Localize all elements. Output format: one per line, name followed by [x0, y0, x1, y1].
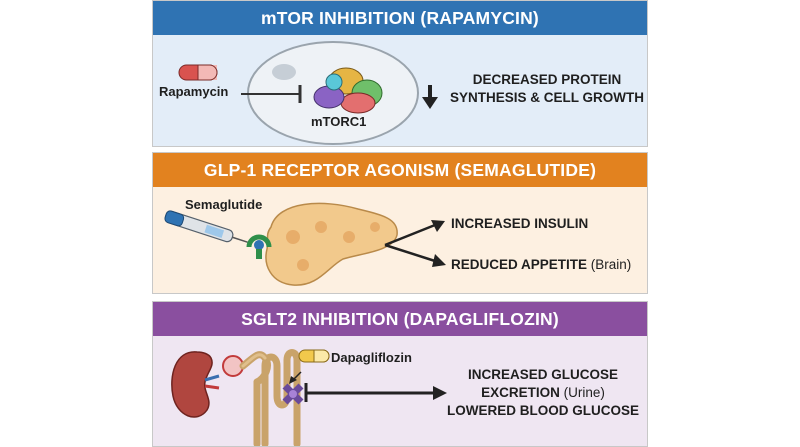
reduced-appetite-label: REDUCED APPETITE (Brain): [451, 256, 631, 274]
sglt2-outcome-line2-main: EXCRETION: [481, 385, 560, 400]
transporter-icon: [282, 383, 304, 405]
increased-insulin-label: INCREASED INSULIN: [451, 216, 589, 231]
pancreas-icon: [265, 202, 398, 286]
sglt2-outcome: INCREASED GLUCOSE EXCRETION (Urine) LOWE…: [443, 366, 643, 420]
sglt2-panel: SGLT2 INHIBITION (DAPAGLIFLOZIN): [152, 301, 648, 447]
down-arrow-icon: [422, 85, 438, 109]
pill-icon: [178, 64, 218, 81]
nephron-icon: [222, 349, 301, 446]
glp1-panel-title: GLP-1 RECEPTOR AGONISM (SEMAGLUTIDE): [153, 153, 647, 187]
dapagliflozin-label: Dapagliflozin: [331, 350, 412, 365]
mtor-outcome: DECREASED PROTEIN SYNTHESIS & CELL GROWT…: [449, 71, 645, 107]
arrow-icon: [384, 220, 446, 267]
mtor-outcome-line1: DECREASED PROTEIN: [472, 72, 622, 87]
sglt2-outcome-line1: INCREASED GLUCOSE: [467, 367, 619, 382]
pill-icon: [298, 349, 330, 363]
sglt2-outcome-line2: EXCRETION (Urine): [443, 384, 643, 402]
semaglutide-label: Semaglutide: [185, 197, 263, 212]
kidney-icon: [171, 351, 220, 418]
sglt2-panel-title: SGLT2 INHIBITION (DAPAGLIFLOZIN): [153, 302, 647, 336]
receptor-icon: [246, 234, 272, 259]
mtor-panel: mTOR INHIBITION (RAPAMYCIN) Rapam: [152, 0, 648, 147]
inhibition-bar-icon: [304, 383, 447, 402]
glp1-illustration: [164, 202, 446, 286]
mtor-outcome-line2: SYNTHESIS & CELL GROWTH: [449, 90, 644, 105]
injection-pen-icon: [164, 210, 248, 243]
reduced-appetite-note: (Brain): [590, 257, 632, 272]
rapamycin-label: Rapamycin: [159, 84, 229, 99]
inhibition-bar-icon: [241, 85, 302, 103]
mtor-illustration: [178, 41, 438, 145]
sglt2-outcome-line3: LOWERED BLOOD GLUCOSE: [447, 403, 639, 418]
sglt2-outcome-line2-note: (Urine): [563, 385, 605, 400]
mtor-panel-title: mTOR INHIBITION (RAPAMYCIN): [153, 1, 647, 35]
sglt2-illustration: [171, 349, 447, 446]
glp1-panel: GLP-1 RECEPTOR AGONISM (SEMAGLUTIDE): [152, 152, 648, 294]
mtorc1-label: mTORC1: [311, 114, 367, 129]
reduced-appetite-main: REDUCED APPETITE: [451, 257, 588, 272]
mtorc1-complex-icon: [313, 67, 383, 114]
